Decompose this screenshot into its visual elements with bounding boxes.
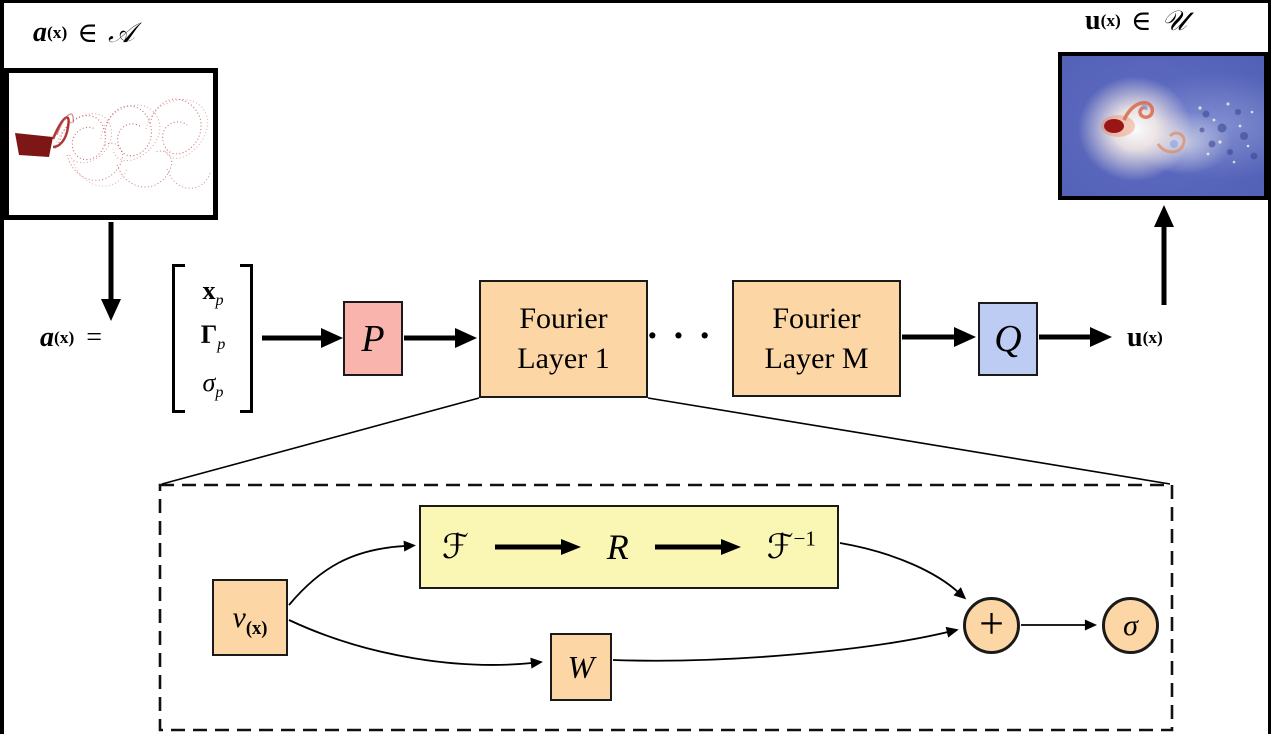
vector-entry-circulation: Γp xyxy=(200,320,226,354)
arrow-spectral-to-sum xyxy=(839,542,967,600)
q-label: Q xyxy=(994,318,1022,360)
expansion-line-right xyxy=(647,397,1171,485)
fourier-layer-1-line2: Layer 1 xyxy=(517,342,610,375)
dense-particle-blob xyxy=(15,133,53,157)
output-space-symbol: 𝒰 xyxy=(1161,4,1187,37)
input-function-label: a(x) ∈ 𝒜 xyxy=(33,16,135,49)
v-label-sub: (x) xyxy=(245,617,268,639)
spectral-conv-box: ℱ R ℱ−1 xyxy=(419,505,839,589)
arrow-w-to-sum xyxy=(612,626,959,662)
sigma-symbol: σ xyxy=(1123,608,1138,642)
output-image xyxy=(1058,52,1268,200)
frame-top xyxy=(0,0,1271,3)
arrow-v-to-w xyxy=(288,619,543,669)
flow-field-graphic xyxy=(1101,100,1258,164)
fourier-layer-1-box: Fourier Layer 1 xyxy=(479,280,648,398)
fourier-layer-m-line1: Fourier xyxy=(772,301,861,335)
hidden-representation-v-box: v(x) xyxy=(212,579,288,656)
pipeline-output-var: u xyxy=(1127,322,1143,353)
linear-transform-w-box: W xyxy=(550,633,612,701)
projection-operator-q-box: Q xyxy=(978,302,1038,376)
output-var: u xyxy=(1085,5,1101,36)
inverse-exponent: −1 xyxy=(793,526,816,551)
w-label: W xyxy=(567,648,595,685)
particle-vortex-graphic xyxy=(15,98,211,189)
frame-right xyxy=(1268,0,1271,734)
fourier-layer-1-line1: Fourier xyxy=(519,302,608,336)
sum-node: + xyxy=(963,597,1020,654)
fourier-transform-symbol: ℱ xyxy=(442,527,469,567)
activation-node: σ xyxy=(1102,597,1159,654)
input-var: a xyxy=(33,17,47,48)
v-label: v xyxy=(232,600,246,634)
vortex-core-blob xyxy=(1104,119,1124,133)
fourier-layer-m-line2: Layer M xyxy=(764,341,869,375)
plus-symbol: + xyxy=(979,599,1004,648)
element-of-symbol-2: ∈ xyxy=(1130,6,1152,37)
equals-sign: = xyxy=(86,322,103,353)
arrow-f-to-r xyxy=(494,539,581,555)
p-label: P xyxy=(361,317,385,360)
r-label: R xyxy=(606,527,629,567)
equation-lhs: a(x) = xyxy=(40,322,103,353)
fourier-layer-m-box: Fourier Layer M xyxy=(732,280,901,397)
vector-entry-positions: xp xyxy=(202,276,224,310)
lifting-operator-p-box: P xyxy=(343,301,403,376)
input-image xyxy=(4,68,218,220)
inverse-fourier-symbol: ℱ xyxy=(766,527,794,567)
pipeline-output-label: u(x) xyxy=(1127,322,1163,353)
ellipsis-dots: · · · xyxy=(646,315,714,357)
vector-entry-x: x xyxy=(202,276,216,305)
arrow-v-to-spectral xyxy=(288,540,416,606)
element-of-symbol: ∈ xyxy=(77,18,98,49)
frame-left xyxy=(0,0,4,734)
expansion-line-left xyxy=(161,397,480,485)
vector-entry-gamma: Γ xyxy=(200,320,218,349)
input-space-symbol: 𝒜 xyxy=(107,16,135,49)
output-function-label: u(x) ∈ 𝒰 xyxy=(1085,4,1187,37)
equation-var: a xyxy=(40,322,54,353)
vector-entry-sigma: σp xyxy=(202,368,224,402)
arrow-r-to-finv xyxy=(654,539,741,555)
